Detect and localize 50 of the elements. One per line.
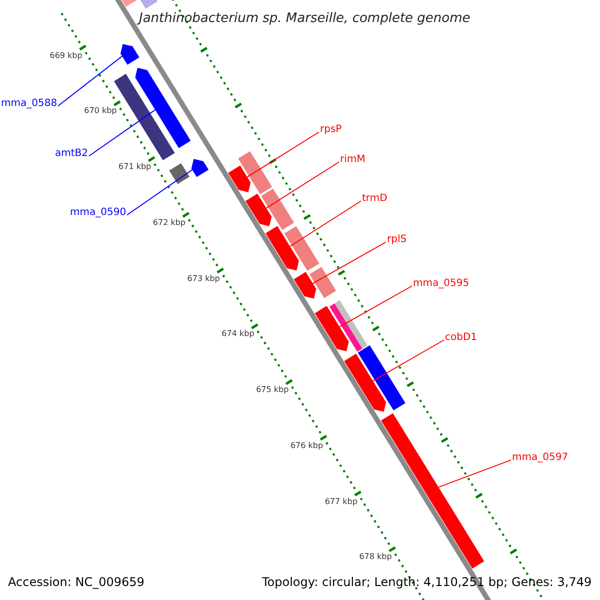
gene-feature [246, 194, 272, 226]
gene-label: mma_0595 [413, 278, 470, 290]
leader-line [58, 56, 123, 106]
gene-feature [334, 300, 368, 349]
leader-line [339, 286, 412, 328]
leader-line [88, 109, 156, 156]
leader-line [289, 200, 362, 247]
gene-label: rpsP [320, 124, 342, 136]
gene-label: amtB2 [55, 148, 88, 160]
gene-feature [228, 166, 251, 192]
gene-feature [266, 226, 299, 270]
tick-label: 669 kbp [50, 50, 82, 60]
footer-text: Topology: circular; Length: 4,110,251 bp; Genes: 3,749 [262, 575, 592, 590]
tick-label: 672 kbp [152, 218, 186, 228]
leader-line [126, 169, 193, 216]
tick-label: 677 kbp [324, 496, 358, 506]
tick-label: 674 kbp [222, 329, 254, 339]
gene-label: rplS [387, 234, 407, 246]
gene-feature [294, 272, 316, 299]
gene-feature [261, 188, 294, 230]
tick-label: 670 kbp [84, 106, 117, 116]
gene-label: mma_0588 [1, 98, 58, 110]
gene-feature [120, 44, 140, 65]
gene-feature [191, 158, 209, 177]
tick-label: 678 kbp [359, 552, 392, 562]
gene-feature [330, 303, 362, 352]
gene-feature [169, 163, 190, 184]
tick-label: 676 kbp [290, 440, 324, 450]
gene-label: trmD [362, 193, 388, 205]
gene-feature [358, 345, 406, 410]
gene-label: cobD1 [445, 332, 478, 344]
leader-line [266, 162, 340, 209]
gene-feature [135, 68, 191, 148]
tick-label: 675 kbp [256, 385, 289, 395]
tick-label: 671 kbp [118, 162, 152, 172]
footer-text: Accession: NC_009659 [8, 575, 144, 590]
gene-label: rimM [340, 154, 366, 166]
gene-feature [314, 306, 349, 352]
title: Janthinobacterium sp. Marseille, complete genome [139, 11, 470, 27]
gene-label: mma_0590 [70, 207, 126, 219]
leader-line [246, 132, 320, 178]
tick-label: 673 kbp [187, 274, 220, 284]
gene-feature [238, 151, 272, 194]
leader-line [372, 340, 444, 382]
gene-feature [310, 266, 336, 298]
leader-line [312, 242, 386, 284]
gene-feature [344, 354, 386, 412]
gene-feature [284, 226, 320, 271]
leader-line [438, 460, 512, 488]
gene-label: mma_0597 [512, 452, 568, 464]
